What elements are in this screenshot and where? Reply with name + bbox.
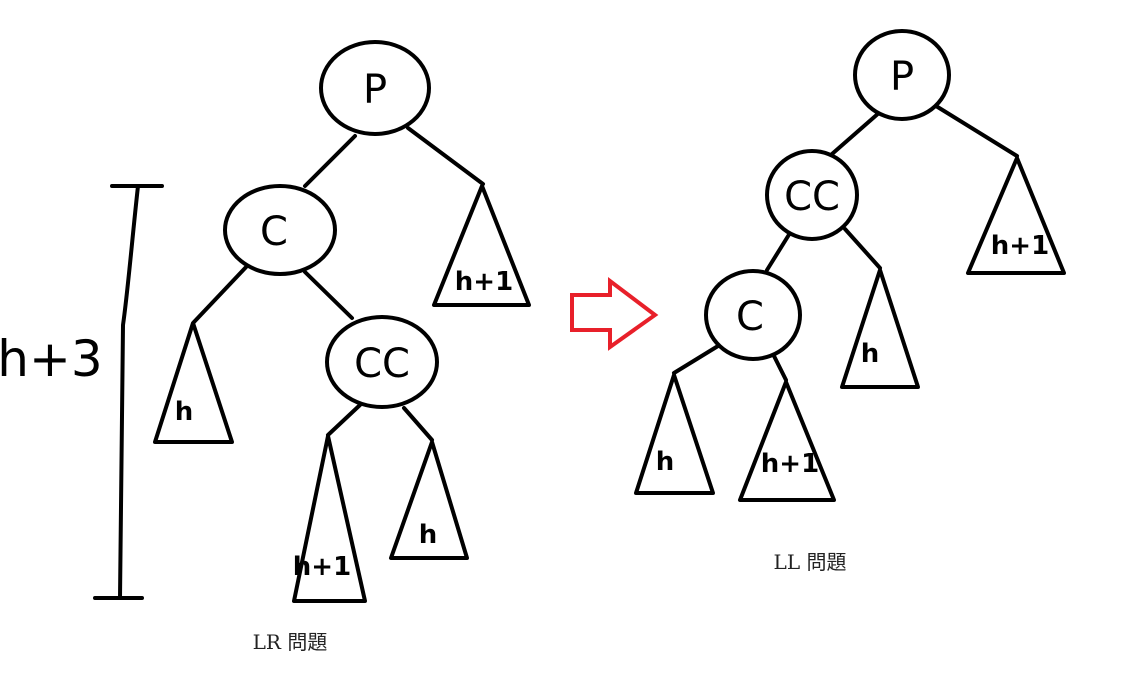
- edge-c-left: [672, 344, 720, 375]
- subtree-cc-right: [840, 268, 920, 389]
- node-p: [319, 40, 431, 136]
- subtree-c-left-label: h: [656, 447, 675, 477]
- node-cc-label: CC: [784, 174, 840, 220]
- node-p-label: P: [890, 54, 914, 100]
- left-tree: [93, 40, 531, 603]
- left-caption: LR 問題: [253, 630, 328, 654]
- edge-c-cc: [303, 270, 354, 320]
- right-tree: [634, 29, 1066, 502]
- edge-cc-left: [326, 403, 362, 437]
- node-cc: [325, 315, 439, 409]
- node-c: [223, 184, 337, 276]
- node-p: [853, 29, 951, 121]
- subtree-p-right: [966, 156, 1066, 275]
- subtree-c-left-label: h: [175, 397, 194, 427]
- node-c-label: C: [736, 294, 764, 340]
- subtree-cc-left-label: h+1: [293, 552, 351, 582]
- edge-c-left: [192, 263, 250, 324]
- node-c-label: C: [260, 209, 288, 255]
- node-cc-label: CC: [354, 341, 410, 387]
- edge-p-right: [934, 104, 1019, 158]
- edge-p-c: [303, 134, 357, 188]
- subtree-c-right: [738, 380, 836, 502]
- edge-cc-right: [402, 406, 434, 442]
- height-bracket: [93, 184, 164, 600]
- subtree-c-right-label: h+1: [761, 449, 819, 479]
- edge-c-right: [770, 350, 788, 382]
- edge-cc-c: [765, 231, 792, 272]
- subtree-p-right-label: h+1: [991, 231, 1049, 261]
- node-c: [704, 269, 802, 361]
- height-label: h+3: [0, 330, 103, 388]
- hollow-arrow-icon: [570, 276, 659, 351]
- right-caption: LL 問題: [774, 550, 847, 574]
- subtree-c-left: [153, 321, 234, 444]
- edge-p-cc: [830, 110, 882, 156]
- subtree-cc-right: [389, 440, 469, 560]
- edge-cc-right: [843, 227, 882, 270]
- subtree-p-right: [432, 184, 531, 307]
- node-p-label: P: [363, 67, 387, 113]
- subtree-cc-right-label: h: [419, 520, 438, 550]
- subtree-c-left: [634, 373, 715, 495]
- node-cc: [765, 149, 859, 241]
- subtree-p-right-label: h+1: [455, 267, 513, 297]
- edge-p-right: [406, 126, 485, 186]
- subtree-cc-right-label: h: [861, 339, 880, 369]
- subtree-cc-left: [292, 434, 367, 603]
